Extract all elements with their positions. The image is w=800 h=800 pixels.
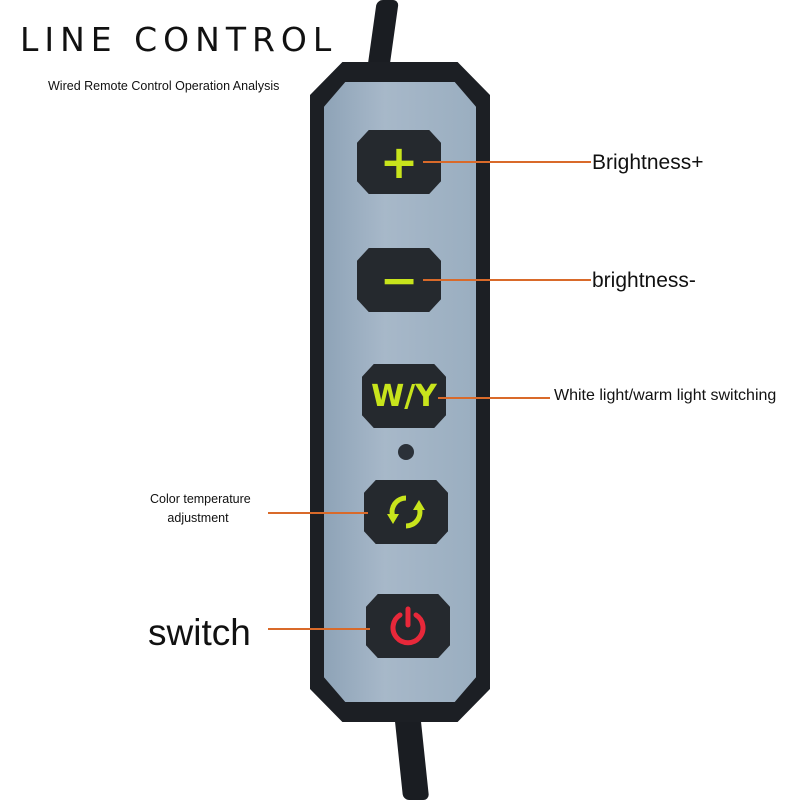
page-title: LINE CONTROL: [20, 20, 338, 59]
power-button[interactable]: [366, 594, 450, 658]
callout-line-color-temperature: [268, 512, 368, 514]
label-color-temperature-line1: Color temperature: [150, 492, 251, 506]
label-white-warm-switching: White light/warm light switching: [554, 387, 777, 404]
callout-line-brightness-plus: [423, 161, 591, 163]
label-switch: switch: [148, 612, 251, 653]
wy-icon: W/Y: [371, 378, 437, 414]
cable-top: [367, 0, 399, 70]
label-brightness-plus: Brightness+: [592, 151, 704, 174]
cycle-arrows-icon: [387, 495, 425, 529]
callout-line-wy: [438, 397, 550, 399]
brightness-minus-button[interactable]: −: [357, 248, 441, 312]
white-warm-switch-button[interactable]: W/Y: [362, 364, 446, 428]
power-icon: [390, 606, 426, 646]
callout-line-brightness-minus: [423, 279, 591, 281]
label-brightness-minus: brightness-: [592, 269, 696, 292]
callout-line-switch: [268, 628, 370, 630]
minus-icon: −: [379, 253, 419, 307]
label-color-temperature-line2: adjustment: [167, 511, 229, 525]
plus-icon: +: [379, 135, 419, 189]
indicator-dot: [398, 444, 414, 460]
page-subtitle: Wired Remote Control Operation Analysis: [48, 79, 280, 93]
label-color-temperature: Color temperature adjustment: [150, 490, 251, 528]
color-temperature-button[interactable]: [364, 480, 448, 544]
